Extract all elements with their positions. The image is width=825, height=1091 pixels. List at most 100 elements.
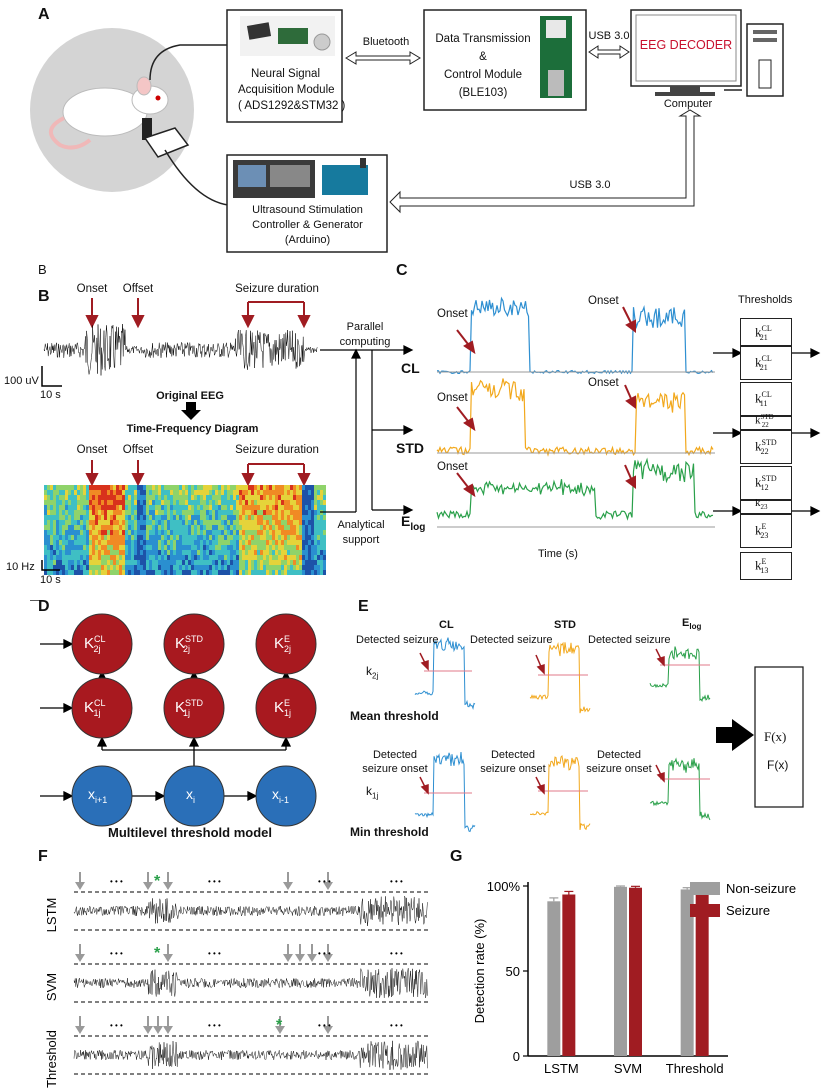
- e-detected-seizure-3: Detected seizure: [588, 634, 671, 646]
- usb-return-arrow: [389, 109, 702, 214]
- panel-c-figure: [436, 296, 821, 528]
- panel-label-g: G: [450, 848, 463, 865]
- usb-top-arrow: [588, 45, 630, 59]
- e-k1j-label: k1j: [366, 784, 379, 801]
- c-elog-label: Elog: [401, 513, 426, 533]
- usb-bottom-label: USB 3.0: [569, 179, 611, 191]
- b-tfd-offset-label: Offset: [122, 444, 154, 456]
- y-tick-label: 50: [506, 964, 520, 979]
- c-onset-label-3: Onset: [437, 392, 468, 404]
- b-seizure-duration-label: Seizure duration: [235, 283, 319, 295]
- panel-label-a: A: [38, 6, 50, 23]
- thresholds-title: Thresholds: [738, 294, 793, 306]
- y-tick-label: 0: [513, 1049, 520, 1064]
- c-onset-label-4: Onset: [588, 377, 619, 389]
- e-elog-label: Elog: [682, 617, 702, 632]
- b-tfd-onset-label: Onset: [76, 444, 108, 456]
- b-offset-label: Offset: [122, 283, 154, 295]
- acquisition-board-photo: [240, 16, 335, 56]
- fx-label-1: F(x): [764, 729, 787, 744]
- b-scale-t2: 10 s: [40, 574, 61, 586]
- legend-swatch: [690, 904, 720, 917]
- bar-non-seizure-lstm: [547, 901, 561, 1056]
- x-tick-label: SVM: [614, 1061, 642, 1076]
- usb-top-label: USB 3.0: [588, 30, 630, 42]
- arduino-photo: [322, 158, 368, 195]
- panel-label-d: D: [38, 598, 50, 615]
- f-dots: • • •: [110, 949, 123, 958]
- bar-seizure-threshold: [695, 886, 709, 1056]
- c-onset-arrows: [456, 306, 636, 498]
- threshold-box-1: kCL21: [740, 318, 792, 346]
- y-tick-label: 100%: [487, 879, 521, 894]
- bluetooth-label: Bluetooth: [362, 36, 410, 48]
- d-node-k1j-e: KE1j: [274, 698, 292, 718]
- x-tick-label: LSTM: [544, 1061, 579, 1076]
- e-std-label: STD: [554, 619, 576, 631]
- panel-label-e: E: [358, 598, 369, 615]
- f-dots: • • •: [208, 1021, 221, 1030]
- data-transmission-label: Data Transmission & Control Module (BLE1…: [435, 33, 531, 99]
- y-axis-label: Detection rate (%): [472, 919, 487, 1024]
- f-dots: • • •: [390, 949, 403, 958]
- bluetooth-arrow: [345, 51, 421, 65]
- spectrogram: [44, 485, 326, 575]
- f-dots: • • •: [390, 877, 403, 886]
- d-k2j-nodes: [71, 613, 317, 675]
- eeg-scale-bar: [41, 366, 62, 387]
- d-node-x-i-minus-1: xi-1: [272, 786, 290, 805]
- threshold-box-5: kSTD22: [740, 430, 792, 464]
- b-scale-v: 100 uV: [4, 375, 39, 387]
- eeg-trace: [43, 323, 318, 376]
- c-std-label: STD: [396, 440, 424, 456]
- c-time-label: Time (s): [538, 548, 578, 560]
- threshold-box-9: kE13: [740, 552, 792, 580]
- f-dots: • • •: [318, 877, 331, 886]
- threshold-box-2: kCL21: [740, 346, 792, 380]
- f-dots: • • •: [208, 877, 221, 886]
- b-scale-t: 10 s: [40, 389, 61, 401]
- eeg-decoder-label: EEG DECODER: [639, 38, 733, 52]
- min-threshold-label: Min threshold: [350, 825, 429, 839]
- f-dots: • • •: [110, 877, 123, 886]
- d-x-nodes: [71, 765, 317, 827]
- panel-label-b-small: B: [38, 262, 47, 277]
- e-k2j-label: k2j: [366, 664, 379, 681]
- c-threshold-arrows: [713, 348, 821, 516]
- fx-label-2: F(x): [767, 758, 789, 772]
- d-node-x-i: xi: [186, 786, 195, 805]
- tfd-label: Time-Frequency Diagram: [126, 423, 259, 435]
- threshold-stack: kCL21 kCL21 kCL11 kSTD22 kSTD22 kSTD12 k…: [740, 318, 792, 580]
- c-onset-label-2: Onset: [588, 295, 619, 307]
- e-detected-seizure-1: Detected seizure: [356, 634, 439, 646]
- fx-box: [754, 666, 804, 808]
- computer-label: Computer: [663, 98, 713, 110]
- d-node-k2j-cl: KCL2j: [84, 634, 106, 654]
- panel-label-f: F: [38, 848, 48, 865]
- c-cl-label: CL: [401, 360, 420, 376]
- c-onset-label-5: Onset: [437, 461, 468, 473]
- d-k1j-nodes: [71, 677, 317, 739]
- f-dots: • • •: [390, 1021, 403, 1030]
- e-threshold-lines: [424, 664, 710, 794]
- panel-label-c: C: [396, 262, 408, 279]
- panel-d-diagram: [30, 600, 317, 827]
- ble-module-photo: [540, 16, 572, 98]
- panel-e-figure: [414, 637, 804, 833]
- f-dots: • • •: [110, 1021, 123, 1030]
- x-tick-label: Threshold: [666, 1061, 724, 1076]
- d-node-k1j-std: KSTD1j: [175, 698, 204, 718]
- tfd-scale-bar: [41, 560, 60, 571]
- e-cl-label: CL: [439, 619, 454, 631]
- e-detected-seizure-2: Detected seizure: [470, 634, 553, 646]
- b-onset-label: Onset: [76, 283, 108, 295]
- panel-label-b: B: [38, 288, 50, 305]
- bar-seizure-lstm: [562, 894, 576, 1056]
- f-star: *: [154, 873, 161, 890]
- panel-a-diagram: [30, 9, 784, 253]
- threshold-box-4: kSTD22: [740, 413, 792, 430]
